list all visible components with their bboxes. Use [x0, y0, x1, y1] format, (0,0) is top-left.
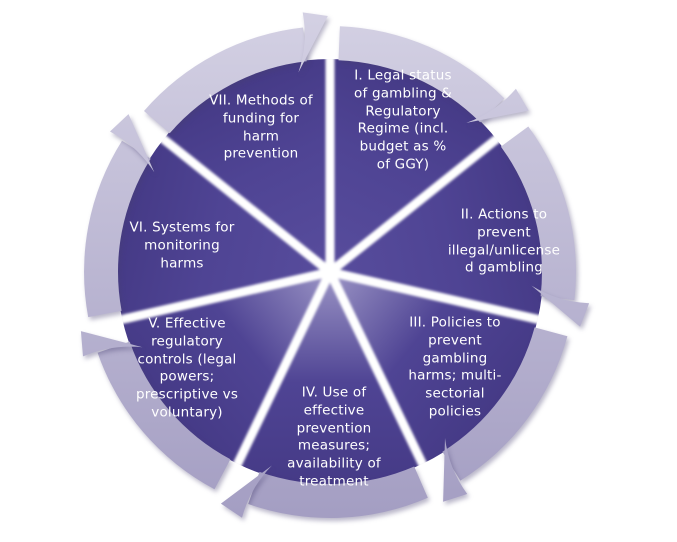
- wedge-VII: [163, 59, 330, 272]
- divider-line: [159, 134, 333, 276]
- arrow-band-I: [338, 26, 505, 123]
- arrow-band-II: [500, 126, 577, 301]
- arrow-band-IV: [248, 466, 428, 518]
- wedge-VI: [116, 139, 331, 320]
- divider-line: [328, 267, 541, 325]
- wedge-IV: [237, 272, 423, 485]
- arrow-head-V: [80, 331, 143, 357]
- divider-line: [232, 270, 335, 468]
- arrow-head-VII: [298, 12, 328, 73]
- divider-line: [327, 134, 501, 276]
- arrow-band-VI: [84, 140, 151, 318]
- arrow-band-III: [442, 327, 568, 481]
- arrow-band-VII: [144, 27, 307, 134]
- divider-line: [325, 270, 428, 468]
- wedge-I: [330, 59, 497, 272]
- arrow-band-V: [97, 341, 231, 490]
- arrow-head-I: [466, 88, 529, 123]
- wedge-II: [330, 139, 544, 320]
- arrow-head-II: [531, 285, 590, 327]
- arrow-head-III: [443, 438, 468, 502]
- arrow-head-IV: [220, 465, 272, 518]
- arrow-head-VI: [110, 114, 155, 173]
- divider-line: [119, 267, 332, 325]
